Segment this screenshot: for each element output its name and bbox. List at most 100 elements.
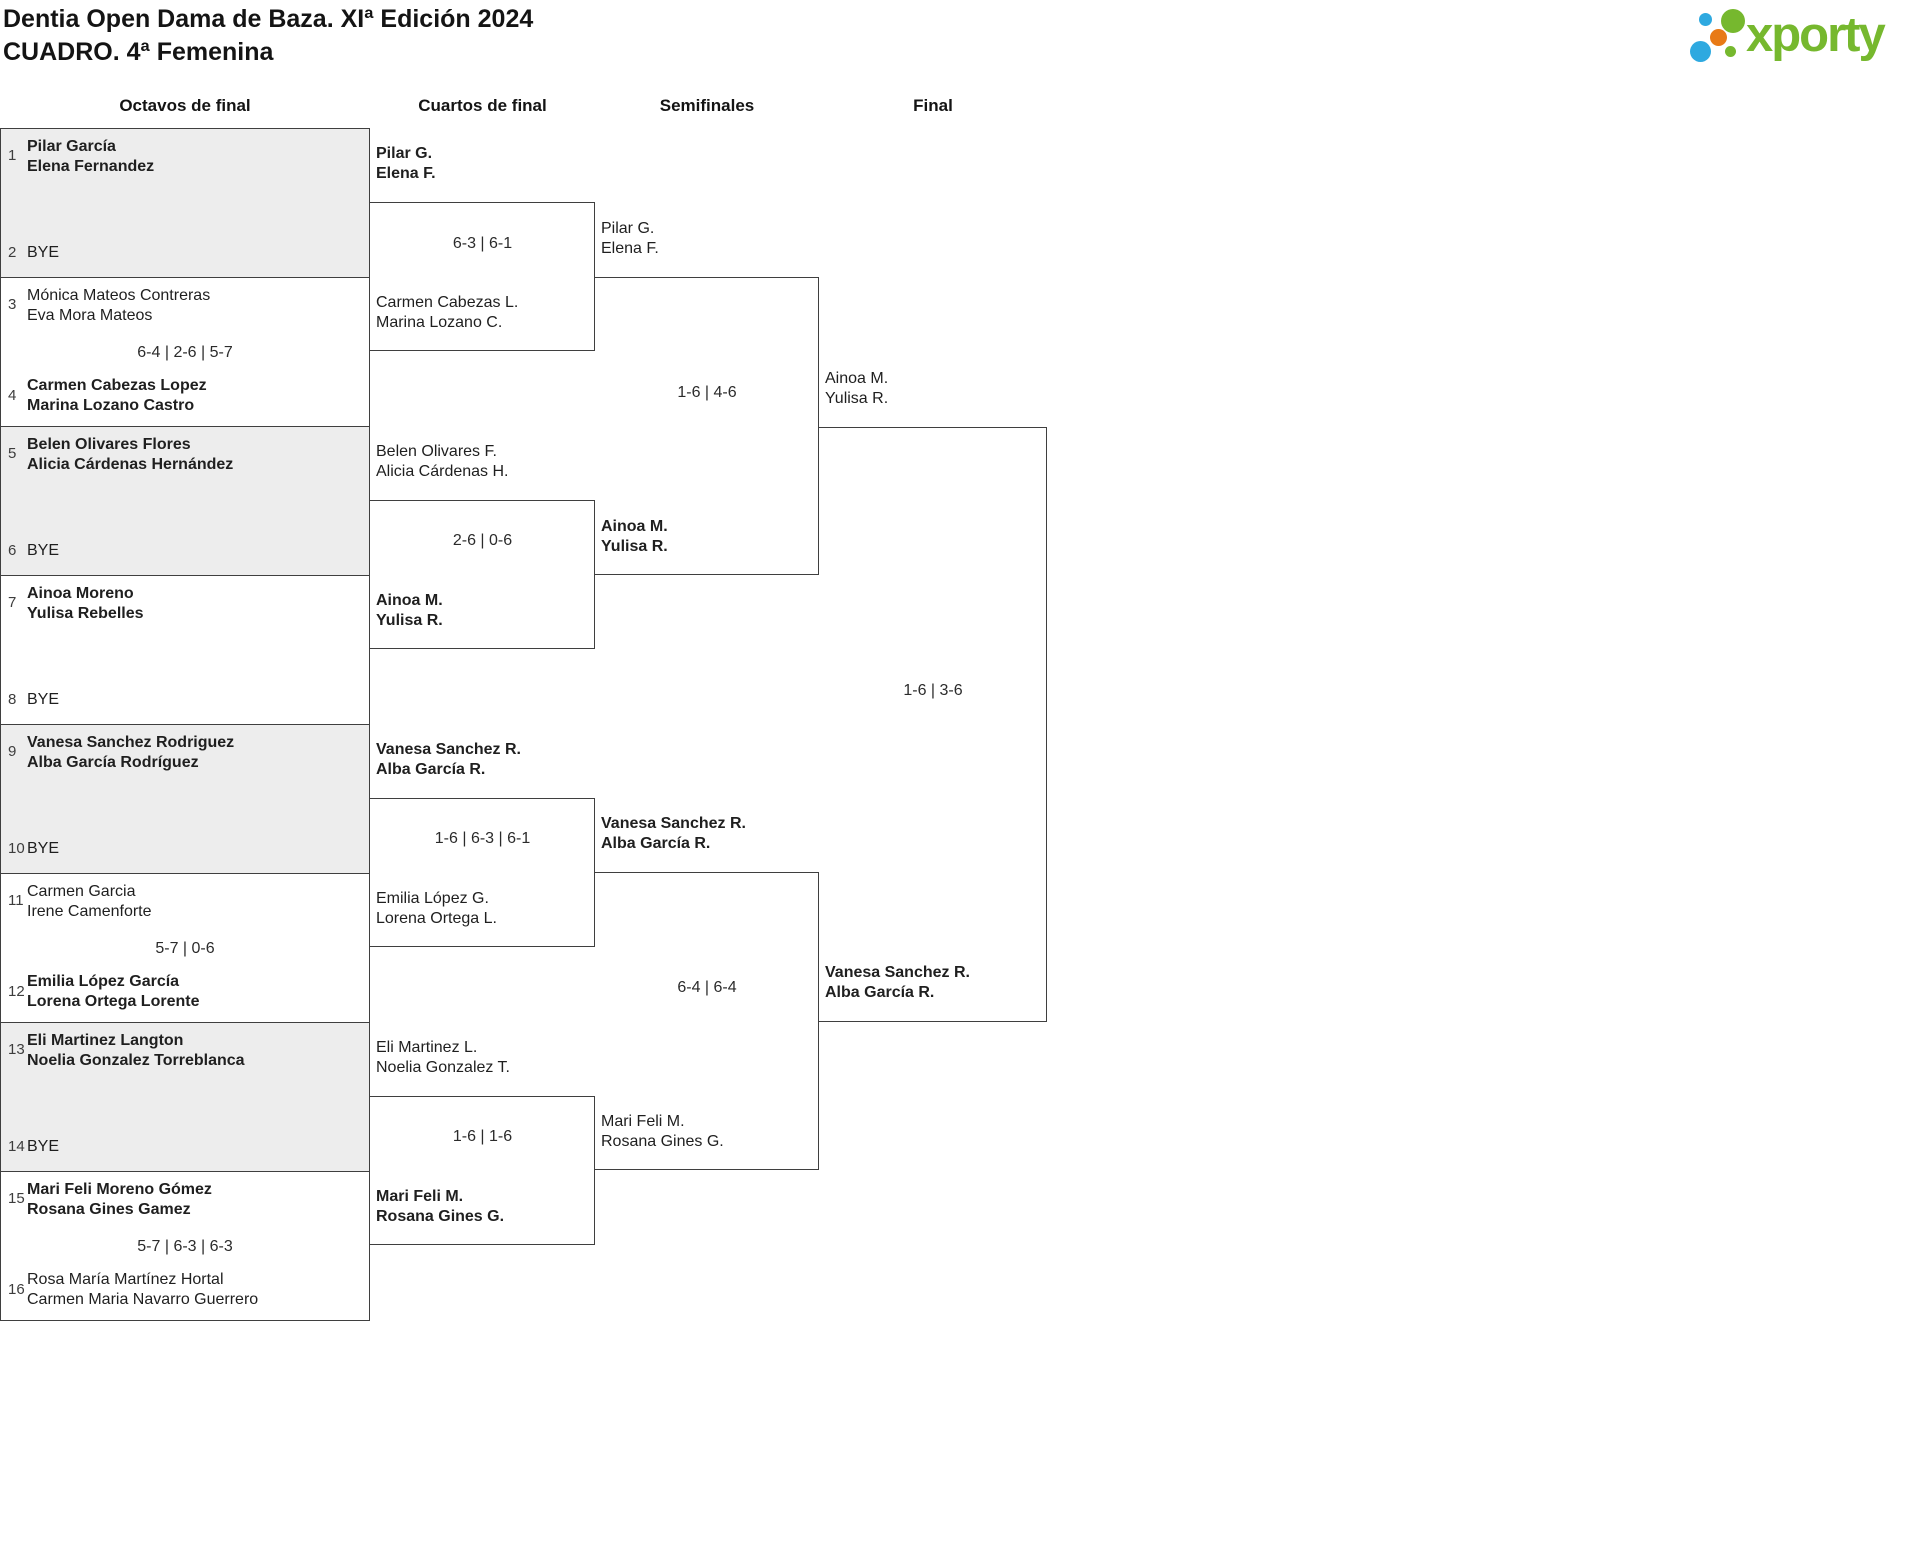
player-name: Ainoa M. [601,518,668,535]
player-name: Mari Feli M. [601,1113,685,1130]
final-top-team: Ainoa M. Yulisa R. [825,369,888,409]
seed-12: 12 [8,983,25,1000]
player-name: Yulisa R. [601,538,668,555]
cuartos-1-bottom-team: Carmen Cabezas L. Marina Lozano C. [376,293,518,333]
seed-11: 11 [8,892,24,909]
cuartos-3-bottom-team: Emilia López G. Lorena Ortega L. [376,889,497,929]
seed-2: 2 [8,244,17,261]
semifinal-1-score: 1-6 | 4-6 [677,384,737,401]
octavos-match-6: 11 Carmen Garcia Irene Camenforte 5-7 | … [0,873,370,1023]
player-name: Rosana Gines G. [601,1133,724,1150]
semifinal-2-bottom-team: Mari Feli M. Rosana Gines G. [601,1112,724,1152]
team-entry-3: Mónica Mateos Contreras Eva Mora Mateos [27,286,363,326]
player-name: Pilar G. [376,145,433,162]
seed-3: 3 [8,296,17,313]
page-title: Dentia Open Dama de Baza. XIª Edición 20… [3,3,533,69]
cuartos-1-top-team: Pilar G. Elena F. [376,144,436,184]
cuartos-4-top-team: Eli Martinez L. Noelia Gonzalez T. [376,1038,510,1078]
player-name: Eli Martinez L. [376,1039,478,1056]
octavos-match-8: 15 Mari Feli Moreno Gómez Rosana Gines G… [0,1171,370,1321]
round-header-semifinales: Semifinales [659,96,755,115]
round-header-cuartos: Cuartos de final [418,96,547,115]
seed-5: 5 [8,445,17,462]
cuartos-1-score: 6-3 | 6-1 [452,235,513,252]
player-name: Yulisa Rebelles [27,605,144,622]
semifinal-2-top-team: Vanesa Sanchez R. Alba García R. [601,814,746,854]
bracket-subtitle: CUADRO. 4ª Femenina [3,38,274,66]
semifinal-2-connector [595,872,819,1170]
player-name: Alba García Rodríguez [27,754,199,771]
player-name: Elena F. [601,240,659,257]
player-name: Mónica Mateos Contreras [27,287,211,304]
player-name: Yulisa R. [376,612,443,629]
cuartos-3-score: 1-6 | 6-3 | 6-1 [434,830,531,847]
match-score: 5-7 | 0-6 [155,940,215,957]
player-name: Ainoa M. [825,370,889,387]
team-entry-7: Ainoa Moreno Yulisa Rebelles [27,584,363,624]
xporty-logo[interactable]: xporty [1688,0,1920,72]
logo-dot-green-small [1725,46,1736,57]
seed-16: 16 [8,1281,25,1298]
seed-10: 10 [8,840,25,857]
cuartos-2-top-team: Belen Olivares F. Alicia Cárdenas H. [376,442,509,482]
player-name: Alba García R. [825,984,935,1001]
cuartos-2-bottom-team: Ainoa M. Yulisa R. [376,591,443,631]
cuartos-2-score: 2-6 | 0-6 [452,532,513,549]
team-entry-15: Mari Feli Moreno Gómez Rosana Gines Game… [27,1180,363,1220]
player-name: Carmen Maria Navarro Guerrero [27,1291,259,1308]
logo-dot-blue-large [1690,41,1711,62]
team-entry-4: Carmen Cabezas Lopez Marina Lozano Castr… [27,376,363,416]
player-name: Irene Camenforte [27,903,152,920]
player-name: Alicia Cárdenas H. [376,463,509,480]
player-name: Elena Fernandez [27,158,155,175]
player-name: Yulisa R. [825,390,889,407]
team-entry-5: Belen Olivares Flores Alicia Cárdenas He… [27,435,363,475]
logo-dot-orange [1710,29,1727,46]
tournament-title: Dentia Open Dama de Baza. XIª Edición 20… [3,5,534,33]
cuartos-4-connector [370,1096,595,1245]
player-name: Eli Martinez Langton [27,1032,184,1049]
team-entry-16: Rosa María Martínez Hortal Carmen Maria … [27,1270,363,1310]
octavos-match-5: 9 Vanesa Sanchez Rodriguez Alba García R… [0,724,370,874]
match-score: 6-4 | 2-6 | 5-7 [137,344,233,361]
seed-13: 13 [8,1041,25,1058]
team-entry-12: Emilia López García Lorena Ortega Lorent… [27,972,363,1012]
cuartos-4-score: 1-6 | 1-6 [452,1128,513,1145]
bye-entry-8: BYE [27,691,60,708]
player-name: Alba García R. [601,835,711,852]
semifinal-2-score: 6-4 | 6-4 [677,979,737,996]
player-name: Marina Lozano C. [376,314,503,331]
final-score: 1-6 | 3-6 [903,682,963,699]
player-name: Noelia Gonzalez Torreblanca [27,1052,245,1069]
round-header-final: Final [913,96,953,115]
player-name: Carmen Cabezas L. [376,294,519,311]
player-name: Emilia López García [27,973,180,990]
player-name: Vanesa Sanchez R. [601,815,746,832]
player-name: Alicia Cárdenas Hernández [27,456,234,473]
player-name: Rosana Gines Gamez [27,1201,191,1218]
bye-entry-2: BYE [27,244,60,261]
player-name: Noelia Gonzalez T. [376,1059,510,1076]
player-name: Marina Lozano Castro [27,397,195,414]
octavos-match-4: 7 Ainoa Moreno Yulisa Rebelles 8 BYE [0,575,370,725]
player-name: Rosana Gines G. [376,1208,505,1225]
cuartos-3-top-team: Vanesa Sanchez R. Alba García R. [376,740,521,780]
player-name: Pilar García [27,138,116,155]
semifinal-1-connector [595,277,819,575]
team-entry-1: Pilar García Elena Fernandez [27,137,363,177]
logo-dot-green-large [1721,9,1745,33]
seed-6: 6 [8,542,17,559]
player-name: Alba García R. [376,761,486,778]
team-entry-13: Eli Martinez Langton Noelia Gonzalez Tor… [27,1031,363,1071]
final-connector [819,427,1047,1022]
bye-entry-14: BYE [27,1138,60,1155]
octavos-match-3: 5 Belen Olivares Flores Alicia Cárdenas … [0,426,370,576]
octavos-match-2: 3 Mónica Mateos Contreras Eva Mora Mateo… [0,277,370,427]
player-name: Rosa María Martínez Hortal [27,1271,224,1288]
team-entry-9: Vanesa Sanchez Rodriguez Alba García Rod… [27,733,363,773]
player-name: Mari Feli Moreno Gómez [27,1181,212,1198]
player-name: Vanesa Sanchez Rodriguez [27,734,235,751]
seed-1: 1 [8,147,17,164]
seed-9: 9 [8,743,17,760]
octavos-match-1: 1 Pilar García Elena Fernandez 2 BYE [0,128,370,278]
